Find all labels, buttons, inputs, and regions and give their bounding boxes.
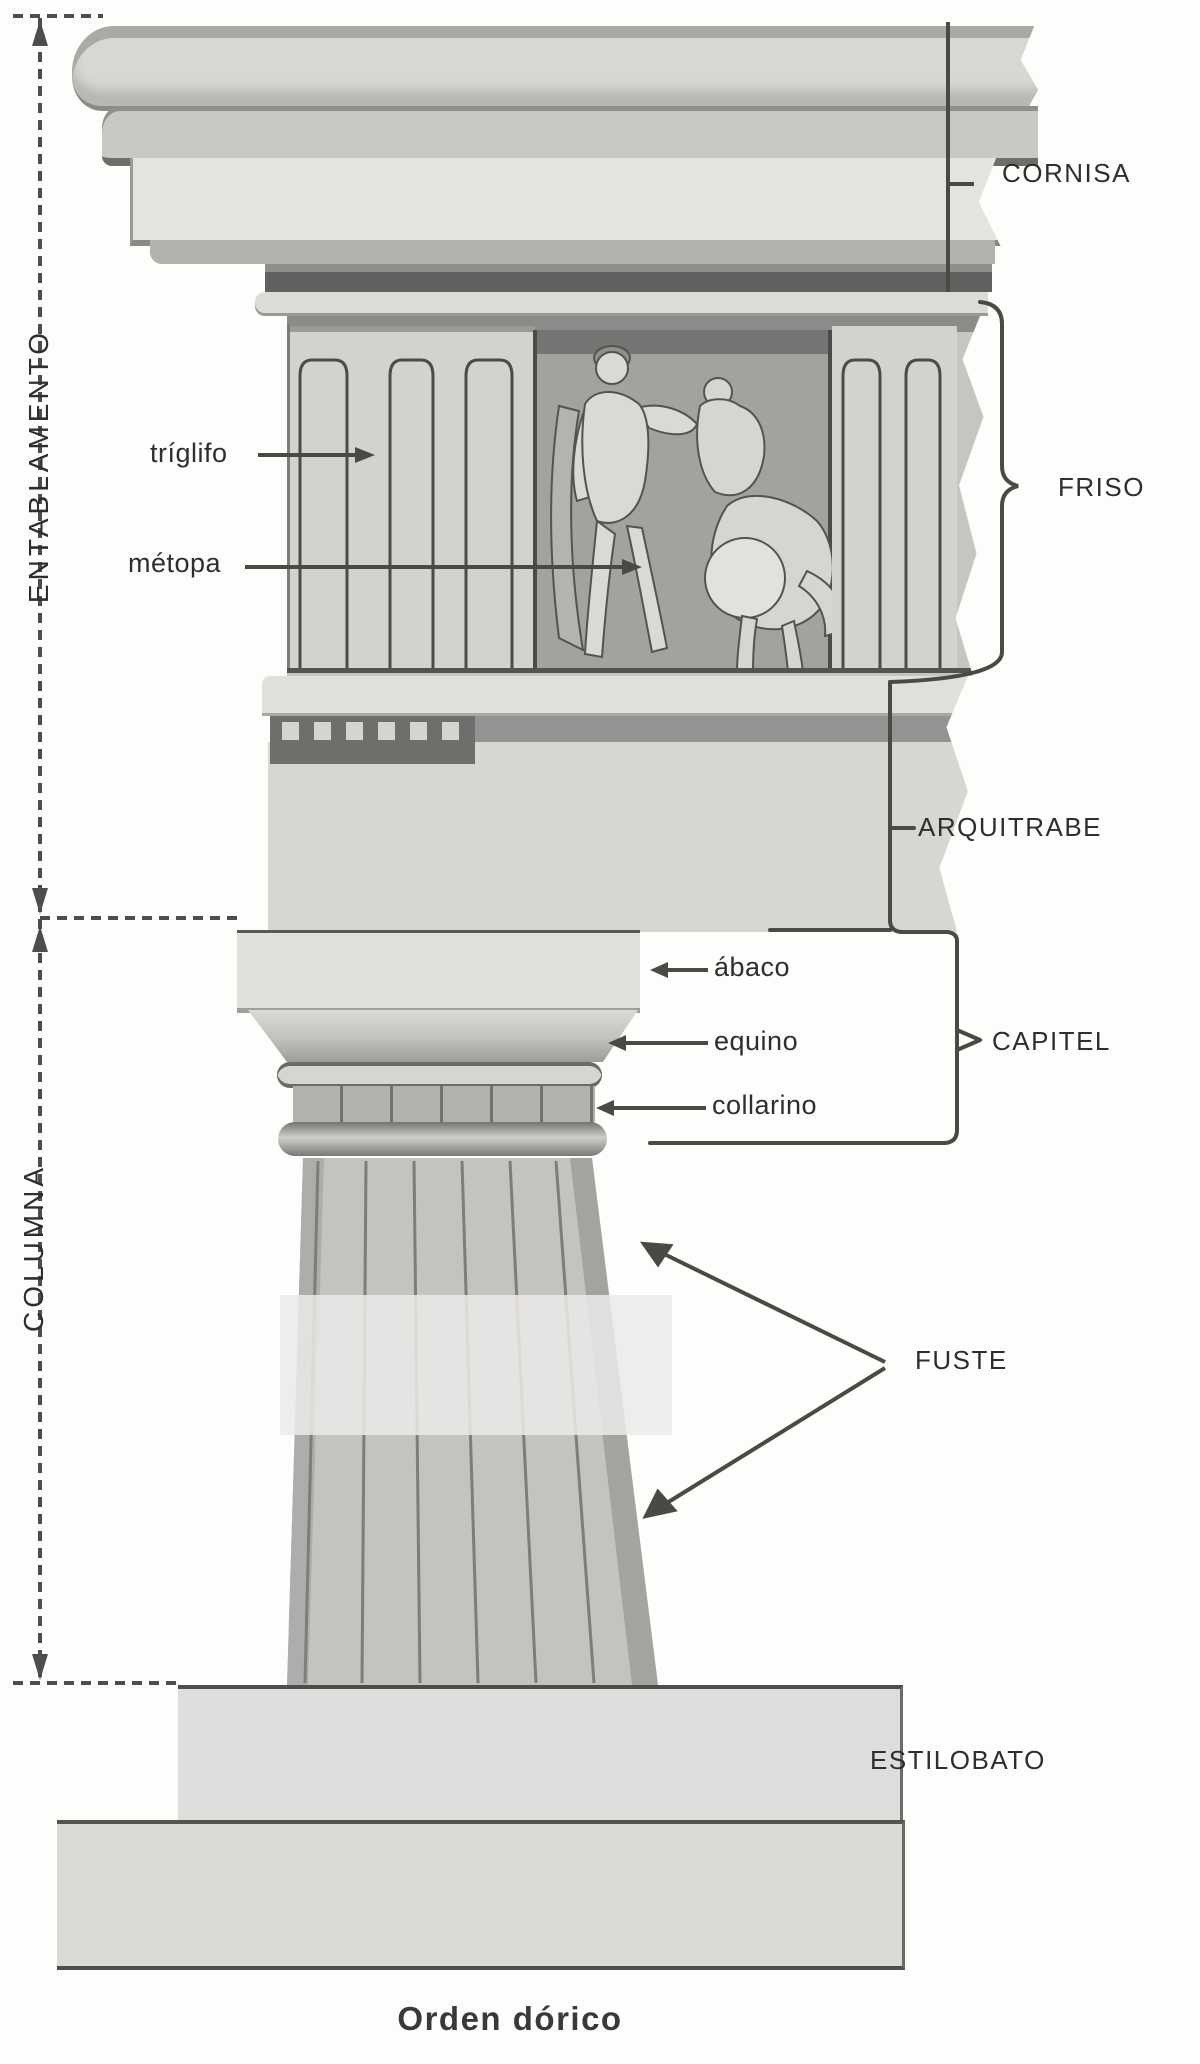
entablamento-label: ENTABLAMENTO — [23, 328, 54, 604]
shaft-light-band — [280, 1295, 672, 1435]
metopa-arrowhead-icon — [622, 559, 642, 575]
columna-label: COLUMNA — [18, 1163, 49, 1333]
dimension-tick-top — [13, 14, 103, 18]
dimension-line-vertical — [38, 18, 42, 1684]
cornice-cymatium — [72, 26, 1039, 111]
arrowhead-down-icon — [32, 888, 48, 914]
gutta — [314, 722, 331, 740]
abaco-arrowhead-icon — [650, 962, 668, 978]
right-label-plumbing — [648, 300, 1019, 1145]
equino-label: equino — [714, 1026, 799, 1056]
stylobate-step-upper — [178, 1685, 903, 1824]
friso-label: FRISO — [1058, 472, 1145, 502]
cornisa-bracket — [946, 22, 950, 292]
architrave-face — [268, 742, 968, 932]
frieze-illustration — [287, 316, 987, 676]
friso-brace — [888, 300, 1019, 684]
lapith-figure — [551, 346, 697, 657]
arrowhead-down-icon — [32, 1654, 48, 1680]
arrowhead-up-icon — [32, 926, 48, 952]
gutta — [346, 722, 363, 740]
metopa-leader-line — [245, 565, 627, 569]
metope-relief — [533, 330, 844, 672]
capitel-label: CAPITEL — [992, 1026, 1111, 1056]
gutta — [378, 722, 395, 740]
cornice-fascia — [102, 106, 1038, 166]
gutta — [410, 722, 427, 740]
equino-leader-line — [624, 1041, 708, 1045]
capital-echinus — [248, 1010, 638, 1062]
capital-abacus — [237, 930, 640, 1013]
frieze-taenia — [255, 292, 988, 316]
collarino-leader-line — [612, 1106, 706, 1110]
capitel-bracket — [648, 918, 959, 1145]
triglyph-block — [287, 324, 535, 672]
capital-collarino-neck — [293, 1086, 595, 1124]
capital-astragal — [278, 1122, 607, 1156]
cornisa-label: CORNISA — [1002, 158, 1131, 188]
stylobate-step-lower — [57, 1820, 905, 1970]
gutta — [282, 722, 299, 740]
column-shaft — [280, 1158, 672, 1685]
cornice-mutule-band — [265, 264, 992, 292]
arrowhead-up-icon — [32, 20, 48, 46]
cornisa-bracket-tick — [946, 182, 974, 186]
triglifo-leader-line — [258, 453, 358, 457]
gutta — [442, 722, 459, 740]
dimension-tick-middle — [40, 916, 242, 920]
estilobato-label: ESTILOBATO — [870, 1745, 1046, 1775]
architrave-guttae-strip — [270, 716, 475, 764]
capitel-bracket-pointer — [955, 1028, 982, 1052]
triglifo-label: tríglifo — [150, 438, 228, 468]
capital-annulets — [277, 1062, 602, 1088]
page-title: Orden dórico — [397, 2000, 623, 2037]
cornice-corona — [130, 158, 1001, 246]
abaco-label: ábaco — [714, 952, 791, 982]
metopa-label: métopa — [128, 548, 222, 578]
architrave — [262, 676, 968, 932]
triglifo-arrowhead-icon — [355, 447, 375, 463]
arquitrabe-label: ARQUITRABE — [918, 812, 1103, 842]
fuste-arrows — [639, 1241, 887, 1519]
fuste-label: FUSTE — [915, 1345, 1008, 1375]
centaur-figure — [697, 378, 844, 672]
cornice-soffit — [150, 240, 995, 264]
architrave-taenia — [262, 676, 968, 716]
collarino-label: collarino — [712, 1090, 818, 1120]
collarino-arrowhead-icon — [596, 1100, 614, 1116]
triglyph-block — [832, 326, 957, 672]
dimension-tick-bottom — [13, 1681, 180, 1685]
equino-arrowhead-icon — [608, 1035, 626, 1051]
abaco-leader-line — [666, 968, 708, 972]
